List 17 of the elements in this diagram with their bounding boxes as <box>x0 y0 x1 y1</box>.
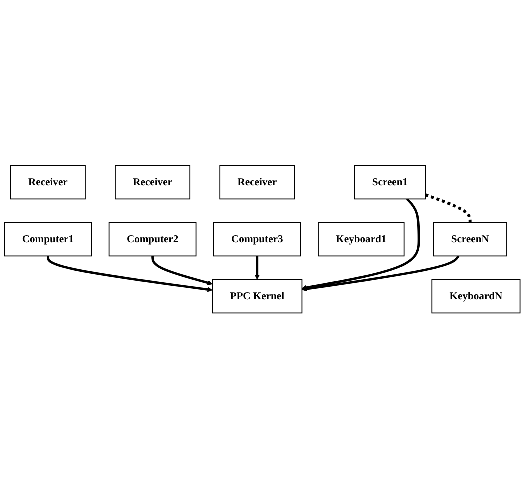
arrow <box>152 256 213 286</box>
node-box: Receiver <box>10 164 86 200</box>
node-box: ScreenN <box>433 222 508 256</box>
node-box: Computer3 <box>213 222 302 256</box>
connector <box>425 193 472 222</box>
node-box: Keyboard1 <box>318 222 405 256</box>
node-box: Receiver <box>220 164 296 200</box>
node-box: Computer2 <box>108 222 197 256</box>
node-box: Screen1 <box>354 164 426 200</box>
node-box: KeyboardN <box>432 278 521 314</box>
arrow <box>254 256 260 280</box>
node-box: PPC Kernel <box>212 278 303 314</box>
arrow <box>302 198 420 290</box>
arrow <box>302 255 460 292</box>
node-box: Computer1 <box>4 222 92 256</box>
arrow <box>47 256 213 292</box>
node-box: Receiver <box>115 164 191 200</box>
